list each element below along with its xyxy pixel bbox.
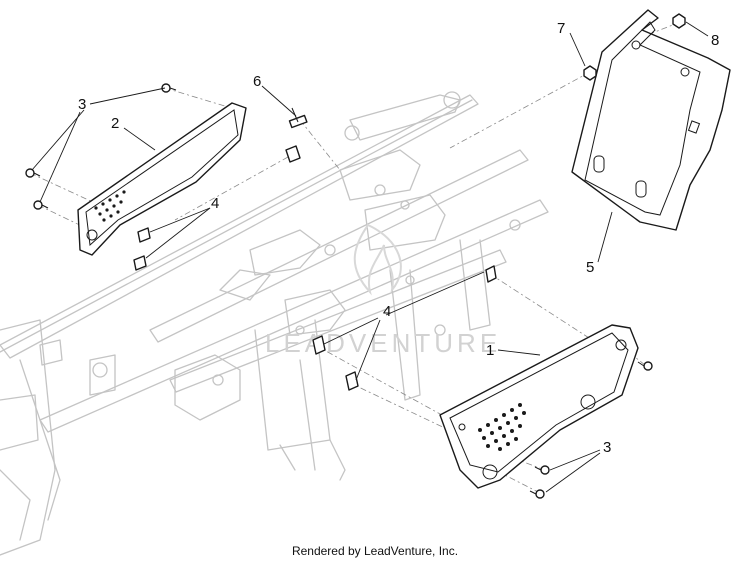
callout-4-top: 4 bbox=[211, 195, 219, 212]
clip-nut-icon bbox=[133, 255, 147, 271]
leader-lines bbox=[31, 21, 709, 493]
rear-plate bbox=[571, 9, 731, 231]
callouts: 1 2 3 3 4 4 5 6 7 8 bbox=[78, 20, 719, 456]
callout-5: 5 bbox=[586, 259, 594, 276]
callout-6: 6 bbox=[253, 73, 261, 90]
screw-icon bbox=[25, 168, 41, 178]
screw-icon bbox=[33, 200, 49, 210]
clip-nut-icon bbox=[312, 335, 326, 355]
clip-nuts bbox=[133, 145, 497, 391]
bolt-icon bbox=[288, 107, 308, 129]
clip-nut-icon bbox=[345, 371, 359, 391]
leadventure-watermark: LEADVENTURE bbox=[265, 223, 501, 358]
screw-icon bbox=[161, 83, 177, 93]
clip-nut-icon bbox=[285, 145, 301, 163]
clip-nut-icon bbox=[485, 265, 497, 283]
nut-icon bbox=[583, 65, 597, 81]
callout-3-top: 3 bbox=[78, 96, 86, 113]
screws bbox=[25, 83, 653, 499]
screw-icon bbox=[637, 361, 653, 371]
screw-icon bbox=[529, 489, 545, 499]
frame-outline bbox=[0, 91, 549, 556]
callout-7: 7 bbox=[557, 20, 565, 37]
watermark-text: LEADVENTURE bbox=[265, 328, 501, 358]
callout-1: 1 bbox=[486, 342, 494, 359]
callout-4-mid: 4 bbox=[383, 303, 391, 320]
callout-8: 8 bbox=[711, 32, 719, 49]
nut-icon bbox=[672, 13, 686, 29]
callout-3-bottom: 3 bbox=[603, 439, 611, 456]
footer-credit: Rendered by LeadVenture, Inc. bbox=[291, 544, 459, 558]
right-side-cover bbox=[439, 324, 639, 489]
clip-nut-icon bbox=[137, 227, 151, 243]
left-side-cover bbox=[77, 102, 247, 256]
screw-icon bbox=[534, 465, 550, 475]
callout-2: 2 bbox=[111, 115, 119, 132]
